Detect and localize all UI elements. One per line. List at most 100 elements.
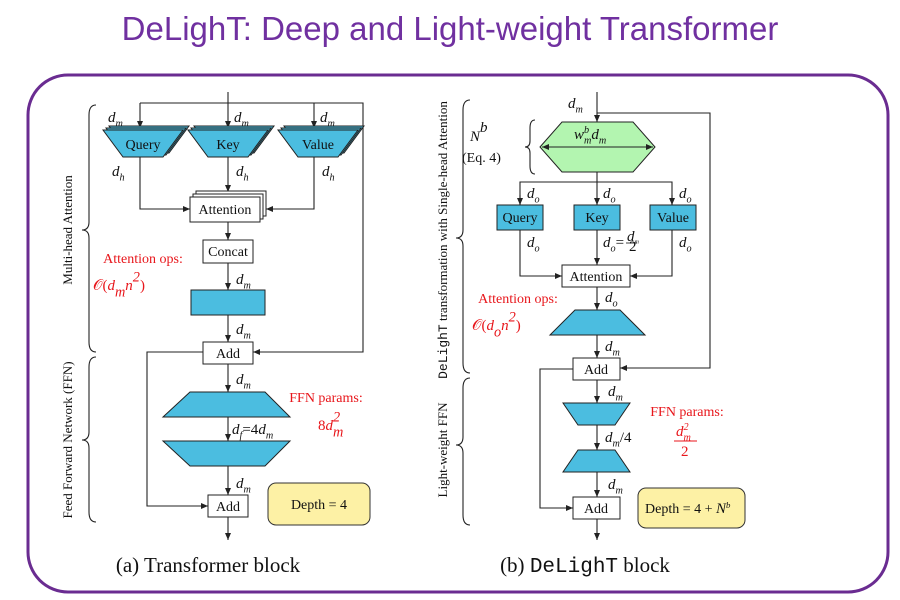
dim-label: df=4dm bbox=[232, 422, 273, 442]
eq-ref-label: (Eq. 4) bbox=[462, 151, 501, 166]
math-part: d bbox=[603, 186, 611, 202]
math-part: d bbox=[320, 110, 328, 126]
math-part: 2 bbox=[629, 239, 637, 255]
dim-label: dh bbox=[112, 164, 125, 184]
dim-label: dm bbox=[236, 322, 251, 342]
math-part: d bbox=[486, 318, 494, 334]
depth-prefix: Depth = 4 + bbox=[645, 502, 716, 517]
math-part: m bbox=[584, 136, 591, 147]
math-part: o bbox=[494, 324, 501, 340]
math-part: m bbox=[244, 485, 251, 496]
dim-label: do bbox=[679, 186, 692, 206]
delight-brace bbox=[455, 99, 471, 374]
ffn-reduce-layer bbox=[161, 440, 292, 467]
math-part: m bbox=[328, 119, 335, 130]
math-part: n bbox=[501, 318, 509, 334]
caption-transformer: (a) Transformer block bbox=[116, 553, 301, 577]
math-part: d bbox=[679, 235, 687, 251]
delight-side-rest: transformation with Single-head Attentio… bbox=[435, 101, 450, 325]
math-part: m bbox=[613, 439, 620, 450]
math-part: m bbox=[244, 331, 251, 342]
arrow bbox=[266, 157, 315, 212]
attention-ops-label: Attention ops: bbox=[478, 292, 558, 307]
add-label: Add bbox=[216, 500, 240, 515]
math-part: d bbox=[107, 278, 115, 294]
math-part: N bbox=[469, 129, 481, 145]
value-label: Value bbox=[302, 138, 334, 153]
dim-label: dh bbox=[236, 164, 249, 184]
residual-connection bbox=[140, 102, 364, 355]
caption-name: DeLighT bbox=[530, 556, 618, 579]
math-part: d bbox=[236, 372, 244, 388]
math-part: m bbox=[616, 486, 623, 497]
ffn-side-label: Feed Forward Network (FFN) bbox=[60, 361, 75, 518]
math-part: m bbox=[613, 348, 620, 359]
caption-suffix: block bbox=[618, 553, 670, 577]
ffn-brace bbox=[81, 356, 97, 523]
value-projection bbox=[277, 129, 359, 158]
math-part: o bbox=[535, 195, 540, 206]
math-part: /4 bbox=[620, 430, 632, 446]
math-part: 2 bbox=[681, 444, 689, 460]
math-part: 𝒪( bbox=[472, 318, 486, 334]
split-line bbox=[519, 181, 673, 205]
math-part: d bbox=[236, 164, 244, 180]
math-part: 𝒪( bbox=[93, 278, 107, 294]
math-part: h bbox=[330, 173, 335, 184]
ffn-expand-layer bbox=[562, 449, 631, 473]
math-part: 2 bbox=[333, 410, 340, 426]
math-part: d bbox=[527, 235, 535, 251]
arrow bbox=[630, 230, 673, 279]
math-part: d bbox=[591, 127, 599, 143]
delight-name: DeLighT bbox=[436, 324, 451, 379]
ffn-params-denominator: 2 bbox=[681, 444, 689, 460]
depth-box bbox=[637, 487, 746, 529]
dim-label: dm bbox=[236, 272, 251, 292]
residual-connection bbox=[597, 112, 711, 371]
dim-label: do bbox=[603, 186, 616, 206]
math-part: f bbox=[240, 431, 244, 442]
math-part: d bbox=[232, 422, 240, 438]
output-projection bbox=[548, 309, 647, 336]
dim-label: do bbox=[527, 186, 540, 206]
fraction-denominator: 2 bbox=[629, 239, 637, 255]
math-part: m bbox=[244, 381, 251, 392]
math-part: d bbox=[108, 110, 116, 126]
nb-label: Nb bbox=[469, 120, 488, 145]
ffn-residual bbox=[146, 351, 208, 509]
caption-prefix: (b) bbox=[500, 553, 530, 577]
math-part: N bbox=[715, 501, 727, 517]
depth-nb: Nb bbox=[715, 500, 731, 517]
dim-label: dm bbox=[236, 372, 251, 392]
dim-label: dm/4 bbox=[605, 430, 632, 450]
math-part: b bbox=[726, 500, 731, 510]
math-part: d bbox=[326, 418, 334, 434]
math-part: 2 bbox=[133, 270, 140, 286]
math-part: 8 bbox=[318, 418, 326, 434]
math-part: b bbox=[584, 125, 589, 136]
math-part: m bbox=[333, 424, 343, 440]
dim-label: dm bbox=[605, 339, 620, 359]
depth-box bbox=[267, 482, 371, 526]
math-part: d bbox=[605, 290, 613, 306]
ffn-params-label: FFN params: bbox=[289, 391, 363, 406]
dim-label: do= bbox=[603, 235, 624, 255]
math-part: d bbox=[608, 477, 616, 493]
transformer-block: Query Key Value dm dm dm dh dh dh Attent… bbox=[60, 92, 371, 577]
math-part: d bbox=[568, 96, 576, 112]
math-part: =4 bbox=[242, 422, 258, 438]
output-projection bbox=[190, 289, 266, 316]
dim-label: dm bbox=[320, 110, 335, 130]
attention-box bbox=[189, 196, 261, 223]
math-part: o bbox=[687, 195, 692, 206]
mha-brace bbox=[81, 104, 97, 353]
math-part: d bbox=[236, 476, 244, 492]
mha-side-label: Multi-head Attention bbox=[60, 175, 75, 285]
math-part: m bbox=[599, 136, 606, 147]
dim-label: dh bbox=[322, 164, 335, 184]
lw-ffn-brace bbox=[455, 377, 471, 526]
